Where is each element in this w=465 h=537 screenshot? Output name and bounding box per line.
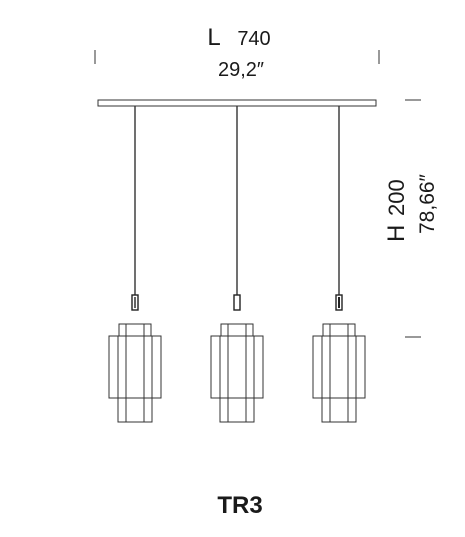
shade-bottom-ring: [219, 397, 255, 423]
shade-body: [312, 335, 366, 399]
shade-top-ring: [322, 323, 356, 337]
height-inch: 78,66″: [416, 173, 439, 234]
pendant-left: [108, 106, 162, 423]
shade-body: [210, 335, 264, 399]
length-inch: 29,2″: [218, 59, 264, 81]
shade-bottom-ring: [117, 397, 153, 423]
pendant-center: [210, 106, 264, 423]
height-mm: 200: [384, 179, 409, 216]
length-label: L: [207, 24, 220, 51]
ceiling-canopy-bar: [97, 99, 377, 107]
shade-body: [108, 335, 162, 399]
shade-top-ring: [220, 323, 254, 337]
height-dimension: H 200 78,66″: [383, 99, 439, 338]
length-mm: 740: [237, 28, 270, 50]
pendant-right: [312, 106, 366, 423]
shade-top-ring: [118, 323, 152, 337]
cable-connector: [233, 294, 241, 311]
length-dimension: L 740 29,2″: [94, 24, 380, 81]
model-name: TR3: [217, 492, 262, 519]
shade-bottom-ring: [321, 397, 357, 423]
height-label: H: [383, 225, 410, 242]
